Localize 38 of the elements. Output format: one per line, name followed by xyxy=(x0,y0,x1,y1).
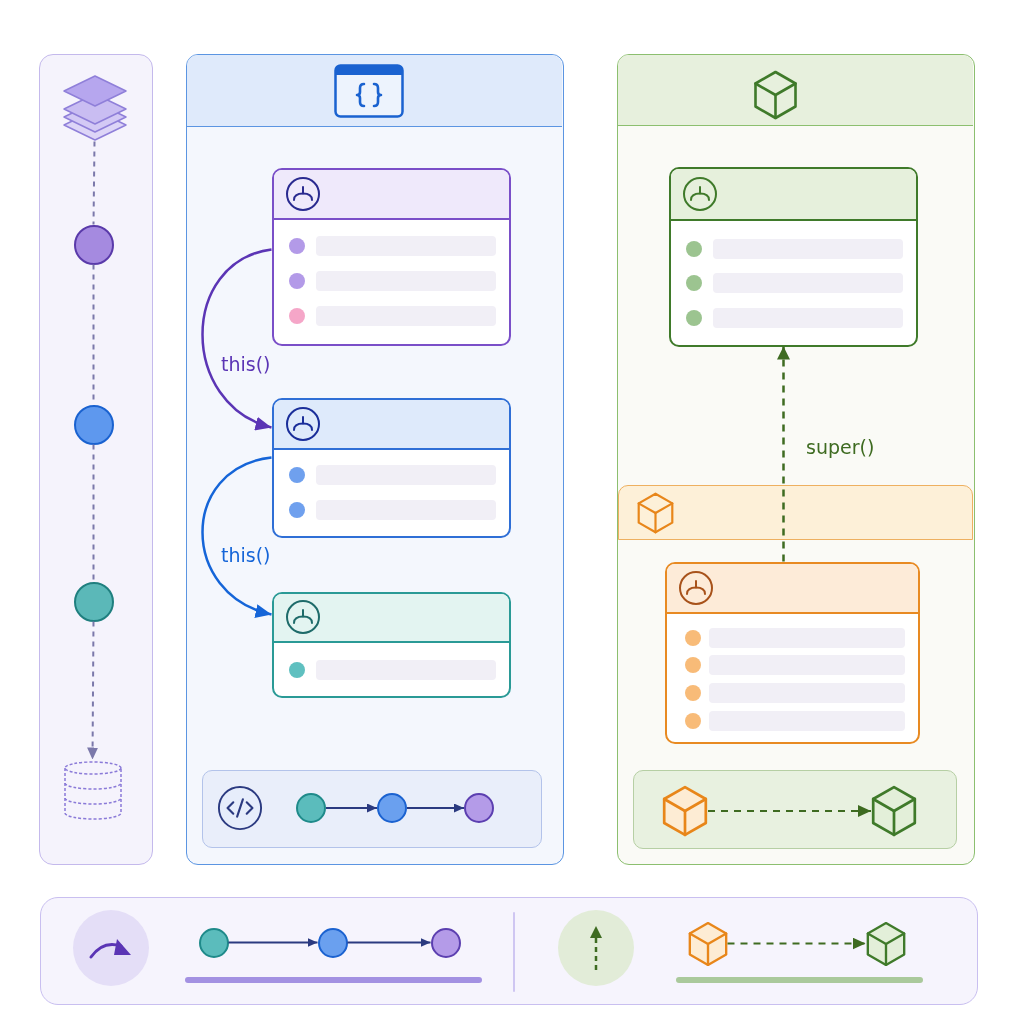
arrow xyxy=(406,803,465,813)
card xyxy=(271,397,511,538)
dashed-line xyxy=(92,140,96,226)
dashed-arrow xyxy=(777,346,790,562)
summary-panel xyxy=(632,769,957,849)
step-circle xyxy=(377,793,407,823)
panel xyxy=(186,54,564,865)
layers-icon xyxy=(61,73,128,142)
step-circle xyxy=(73,581,114,622)
summary-bar xyxy=(40,897,978,1005)
cube-icon xyxy=(865,920,906,967)
curved-arrow xyxy=(201,248,272,429)
card xyxy=(668,166,918,347)
dashed-line xyxy=(92,443,95,583)
cube-icon xyxy=(871,785,917,837)
arrow xyxy=(346,938,432,947)
side-panel xyxy=(39,54,153,865)
step-circle xyxy=(198,927,229,958)
step-circle xyxy=(296,793,326,823)
panel xyxy=(617,54,975,865)
dashed-arrow xyxy=(727,937,866,950)
step-circle xyxy=(464,793,494,823)
card xyxy=(664,561,920,744)
cube-icon xyxy=(687,920,728,967)
card xyxy=(271,591,511,698)
card xyxy=(271,167,511,346)
dashed-arrow xyxy=(708,805,871,817)
database-icon xyxy=(61,759,124,822)
arrow xyxy=(325,803,378,813)
arrow xyxy=(227,938,319,947)
cube-icon xyxy=(662,785,708,837)
step-circle xyxy=(317,927,348,958)
dashed-arrow xyxy=(87,620,99,761)
step-circle xyxy=(430,927,461,958)
curved-arrow xyxy=(201,456,272,617)
step-circle xyxy=(73,404,114,445)
summary-panel xyxy=(201,769,542,848)
step-circle xyxy=(73,224,114,265)
